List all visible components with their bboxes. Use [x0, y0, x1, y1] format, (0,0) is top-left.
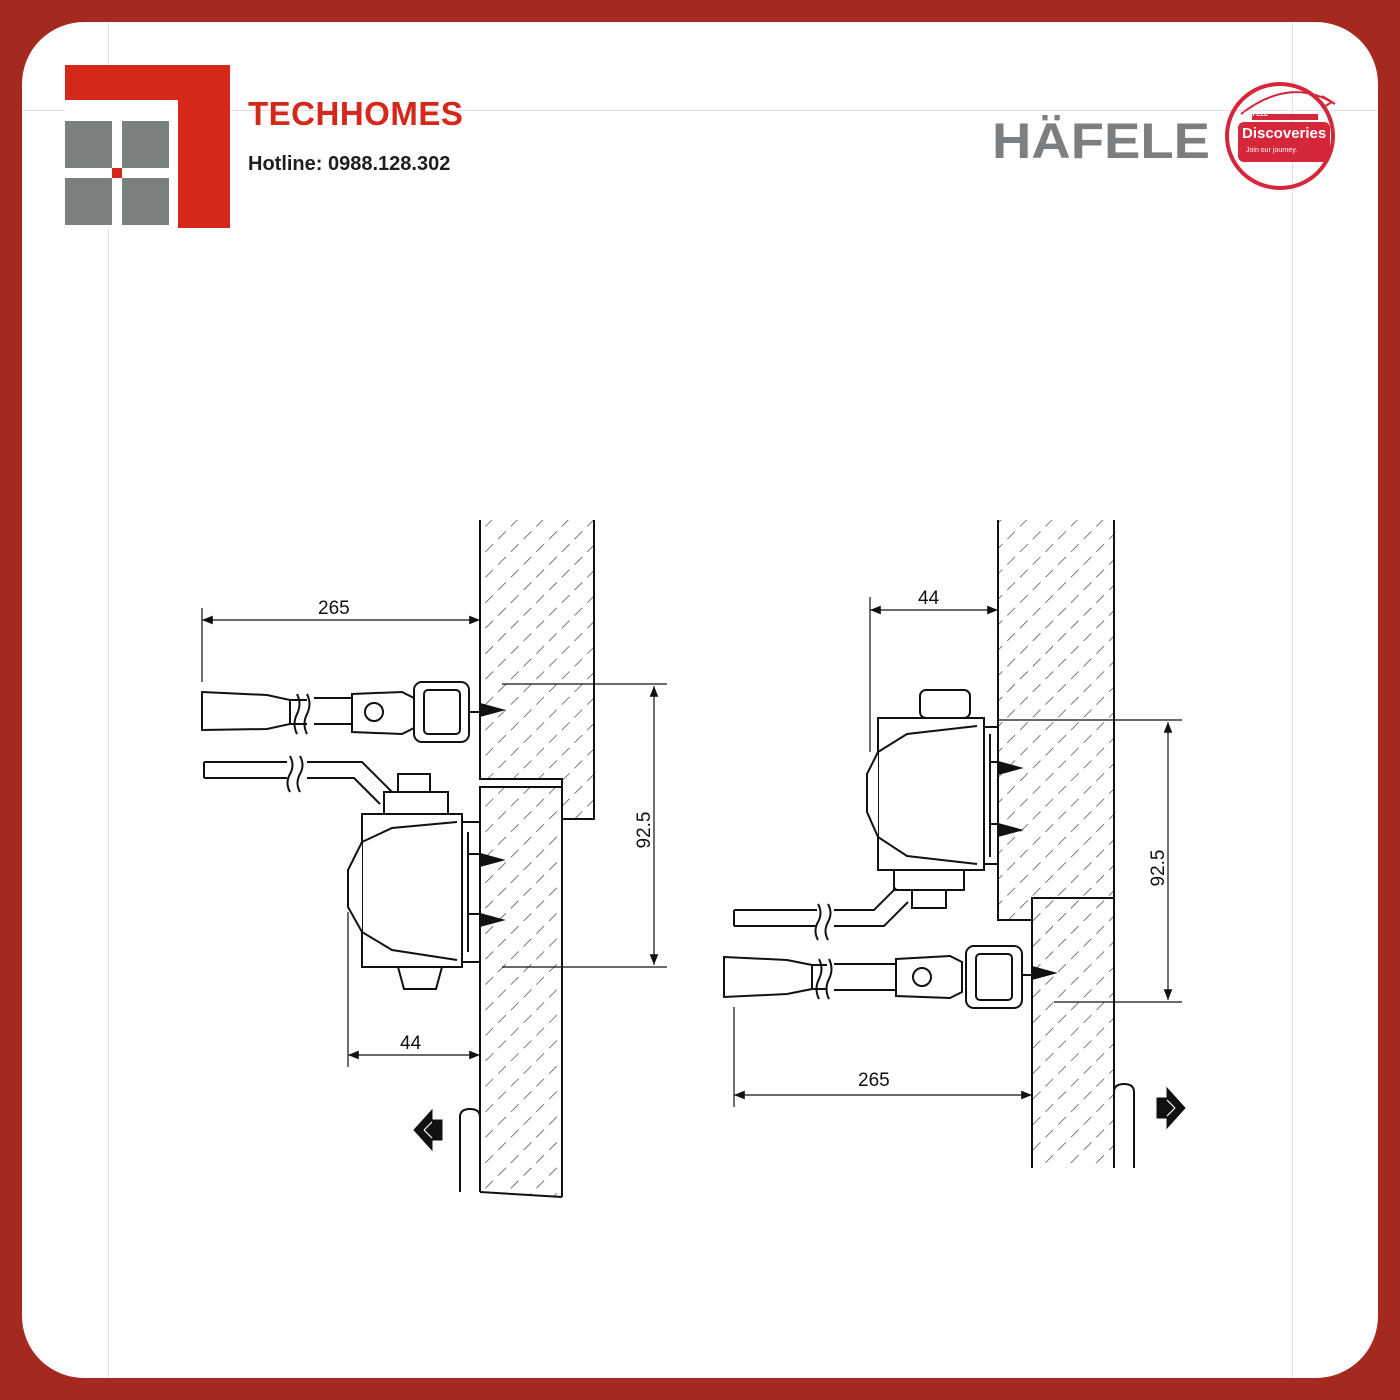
content-card: TECHHOMES Hotline: 0988.128.302 HÄFELE H…	[22, 22, 1378, 1378]
right-dim-top: 44	[918, 588, 940, 609]
right-arrow-icon	[1156, 1086, 1186, 1130]
right-dim-bottom: 265	[858, 1070, 890, 1091]
badge-tagline: Join our journey.	[1246, 147, 1297, 154]
guide-line	[1292, 22, 1293, 1378]
badge-small-text: HÄFELE	[1244, 111, 1268, 118]
discoveries-badge-icon: HÄFELE Discoveries Join our journey.	[1225, 82, 1336, 190]
left-dim-height: 92.5	[634, 812, 655, 849]
lower-panel	[479, 786, 563, 1197]
lower-panel	[1031, 897, 1115, 1168]
guide-line	[108, 22, 109, 1378]
left-assembly	[201, 520, 667, 1198]
hinge-bracket	[965, 945, 1023, 1009]
left-dim-bottom: 44	[400, 1033, 422, 1054]
techhomes-logo-icon	[65, 65, 230, 228]
badge-title: Discoveries	[1242, 125, 1326, 142]
arm-end-fitting	[201, 690, 291, 732]
right-assembly	[723, 520, 1186, 1168]
hotline-text: Hotline: 0988.128.302	[248, 153, 451, 175]
left-dim-top: 265	[318, 598, 350, 619]
right-dim-height: 92.5	[1148, 850, 1169, 887]
brand-name: TECHHOMES	[248, 95, 464, 132]
hafele-logo: HÄFELE HÄFELE Discoveries Join our journ…	[992, 82, 1336, 190]
left-arrow-icon	[413, 1108, 443, 1152]
installation-diagram: 265 92.5 44	[201, 520, 1186, 1198]
arm-end-fitting	[723, 955, 813, 999]
guide-line	[22, 110, 1378, 111]
closer-body	[361, 813, 463, 968]
hafele-wordmark: HÄFELE	[992, 113, 1210, 169]
upper-panel	[479, 520, 595, 820]
